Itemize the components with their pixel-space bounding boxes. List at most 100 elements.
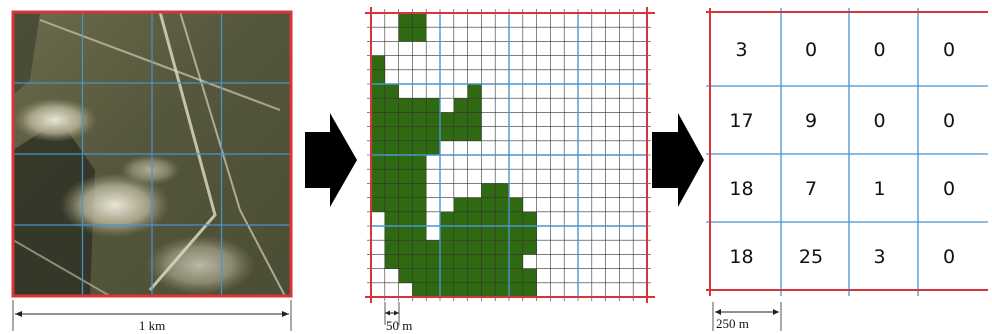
forest-cell	[426, 98, 441, 113]
forest-cell	[495, 254, 510, 269]
forest-cell	[481, 254, 496, 269]
forest-cell	[453, 98, 468, 113]
forest-cell	[495, 282, 510, 298]
forest-cell	[412, 183, 427, 198]
forest-cell	[412, 240, 427, 255]
forest-cell	[412, 112, 427, 127]
photo-blue-grid	[13, 12, 291, 296]
forest-cell	[426, 126, 441, 142]
raster-scale-label: 50 m	[386, 318, 412, 333]
counts-scale-label: 250 m	[716, 316, 749, 331]
forest-cell	[467, 98, 482, 113]
forest-cell	[467, 226, 482, 241]
forest-cell	[453, 240, 468, 255]
forest-cell	[426, 240, 441, 255]
forest-cell	[384, 183, 399, 198]
forest-cell	[412, 169, 427, 184]
forest-cell	[412, 282, 427, 298]
forest-cell	[412, 254, 427, 269]
forest-cell	[398, 27, 413, 42]
forest-cell	[398, 140, 413, 156]
forest-cell	[509, 282, 524, 298]
forest-cell	[384, 84, 399, 99]
photo-red-border	[11, 10, 293, 298]
forest-cell	[453, 126, 468, 142]
forest-cell	[467, 240, 482, 255]
forest-cell	[398, 240, 413, 255]
forest-cell	[440, 254, 455, 269]
forest-cell	[495, 183, 510, 198]
forest-cell	[481, 183, 496, 198]
forest-cell	[467, 112, 482, 127]
forest-cell	[522, 240, 537, 255]
forest-cell	[384, 197, 399, 213]
forest-cell	[371, 197, 386, 213]
forest-cell	[467, 126, 482, 142]
forest-cell	[467, 282, 482, 298]
forest-cell	[467, 211, 482, 227]
forest-cell	[522, 282, 537, 298]
forest-cell	[481, 282, 496, 298]
forest-cell	[398, 126, 413, 142]
forest-cell	[495, 226, 510, 241]
count-cell-value: 3	[735, 39, 747, 61]
count-cell-value: 18	[729, 246, 753, 268]
forest-cell	[453, 197, 468, 213]
forest-cell	[412, 98, 427, 113]
forest-cell	[481, 268, 496, 284]
forest-cell	[440, 112, 455, 127]
forest-cell	[371, 98, 386, 113]
forest-cell	[509, 268, 524, 284]
forest-cell	[398, 211, 413, 227]
forest-cell	[398, 155, 413, 170]
forest-cell	[384, 211, 399, 227]
forest-cell	[384, 240, 399, 255]
forest-cell	[481, 226, 496, 241]
forest-cell	[440, 240, 455, 255]
forest-cell	[426, 282, 441, 298]
forest-cell	[509, 254, 524, 269]
photo-scale-bar	[12, 300, 292, 331]
forest-cell	[509, 226, 524, 241]
forest-cell	[412, 155, 427, 170]
forest-cell	[412, 140, 427, 156]
raster-scale-bar	[384, 302, 400, 325]
forest-cell	[412, 197, 427, 213]
forest-cell	[495, 240, 510, 255]
forest-cell	[398, 183, 413, 198]
forest-cell	[412, 211, 427, 227]
forest-cell	[398, 226, 413, 241]
forest-cell	[467, 254, 482, 269]
count-cell-value: 0	[943, 39, 955, 61]
count-cell-value: 0	[943, 110, 955, 132]
forest-cell	[371, 126, 386, 142]
forest-cell	[426, 268, 441, 284]
count-cell-value: 25	[799, 246, 823, 268]
forest-cell	[412, 226, 427, 241]
raster-fine-grid	[367, 9, 651, 301]
forest-cell	[412, 13, 427, 28]
forest-cell	[509, 240, 524, 255]
forest-cell	[384, 155, 399, 170]
forest-cell	[398, 98, 413, 113]
count-cell-value: 7	[805, 178, 817, 200]
forest-cell	[509, 197, 524, 213]
forest-cell	[467, 268, 482, 284]
forest-cell	[426, 112, 441, 127]
counts-scale-bar	[712, 302, 782, 331]
count-cell-value: 0	[943, 178, 955, 200]
count-cell-value: 18	[729, 178, 753, 200]
arrow-right-icon	[305, 113, 357, 207]
forest-cell	[440, 268, 455, 284]
forest-cell	[398, 268, 413, 284]
forest-cell	[453, 268, 468, 284]
forest-cell	[440, 226, 455, 241]
forest-cell	[384, 226, 399, 241]
forest-cell	[453, 112, 468, 127]
count-cell-value: 0	[943, 246, 955, 268]
forest-cell	[412, 27, 427, 42]
count-cell-value: 1	[873, 178, 885, 200]
forest-cell	[398, 112, 413, 127]
forest-cell	[495, 197, 510, 213]
